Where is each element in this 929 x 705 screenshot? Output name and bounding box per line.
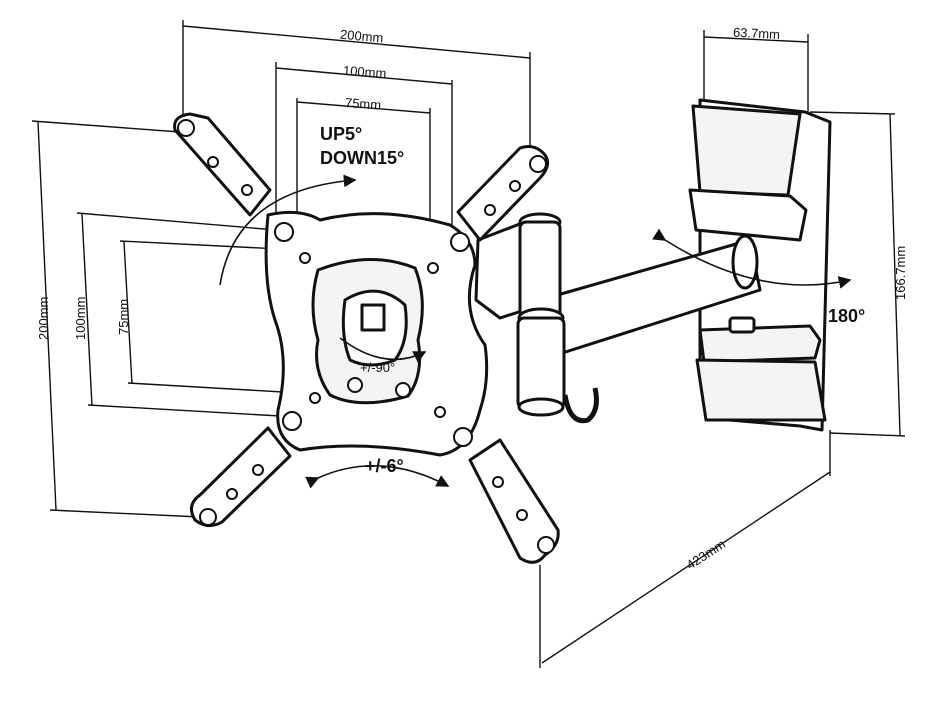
label-wall-swivel: 180°	[828, 306, 865, 326]
label-rotate: +/-90°	[360, 360, 395, 375]
label-wall-plate-width: 63.7mm	[733, 25, 781, 42]
label-wall-plate-height: 166.7mm	[893, 246, 908, 300]
wall-swivel-arrow	[652, 228, 852, 289]
label-height-200: 200mm	[36, 297, 51, 340]
motion-arrows	[219, 174, 852, 489]
rotate-arrow	[339, 337, 427, 363]
label-height-100: 100mm	[73, 297, 88, 340]
screw-holes	[177, 119, 555, 554]
head-swivel-arrow	[305, 464, 450, 489]
label-extension: 423mm	[683, 536, 728, 572]
label-tilt-up: UP5°	[320, 124, 362, 144]
tilt-arrow	[219, 174, 357, 286]
label-tilt-down: DOWN15°	[320, 148, 404, 168]
vesa-plate	[173, 112, 560, 564]
label-head-swivel: +/-6°	[365, 456, 404, 476]
label-width-75: 75mm	[345, 95, 382, 112]
dimension-lines	[31, 20, 906, 668]
label-width-100: 100mm	[343, 63, 387, 81]
label-width-200: 200mm	[339, 27, 384, 46]
label-height-75: 75mm	[116, 299, 131, 335]
